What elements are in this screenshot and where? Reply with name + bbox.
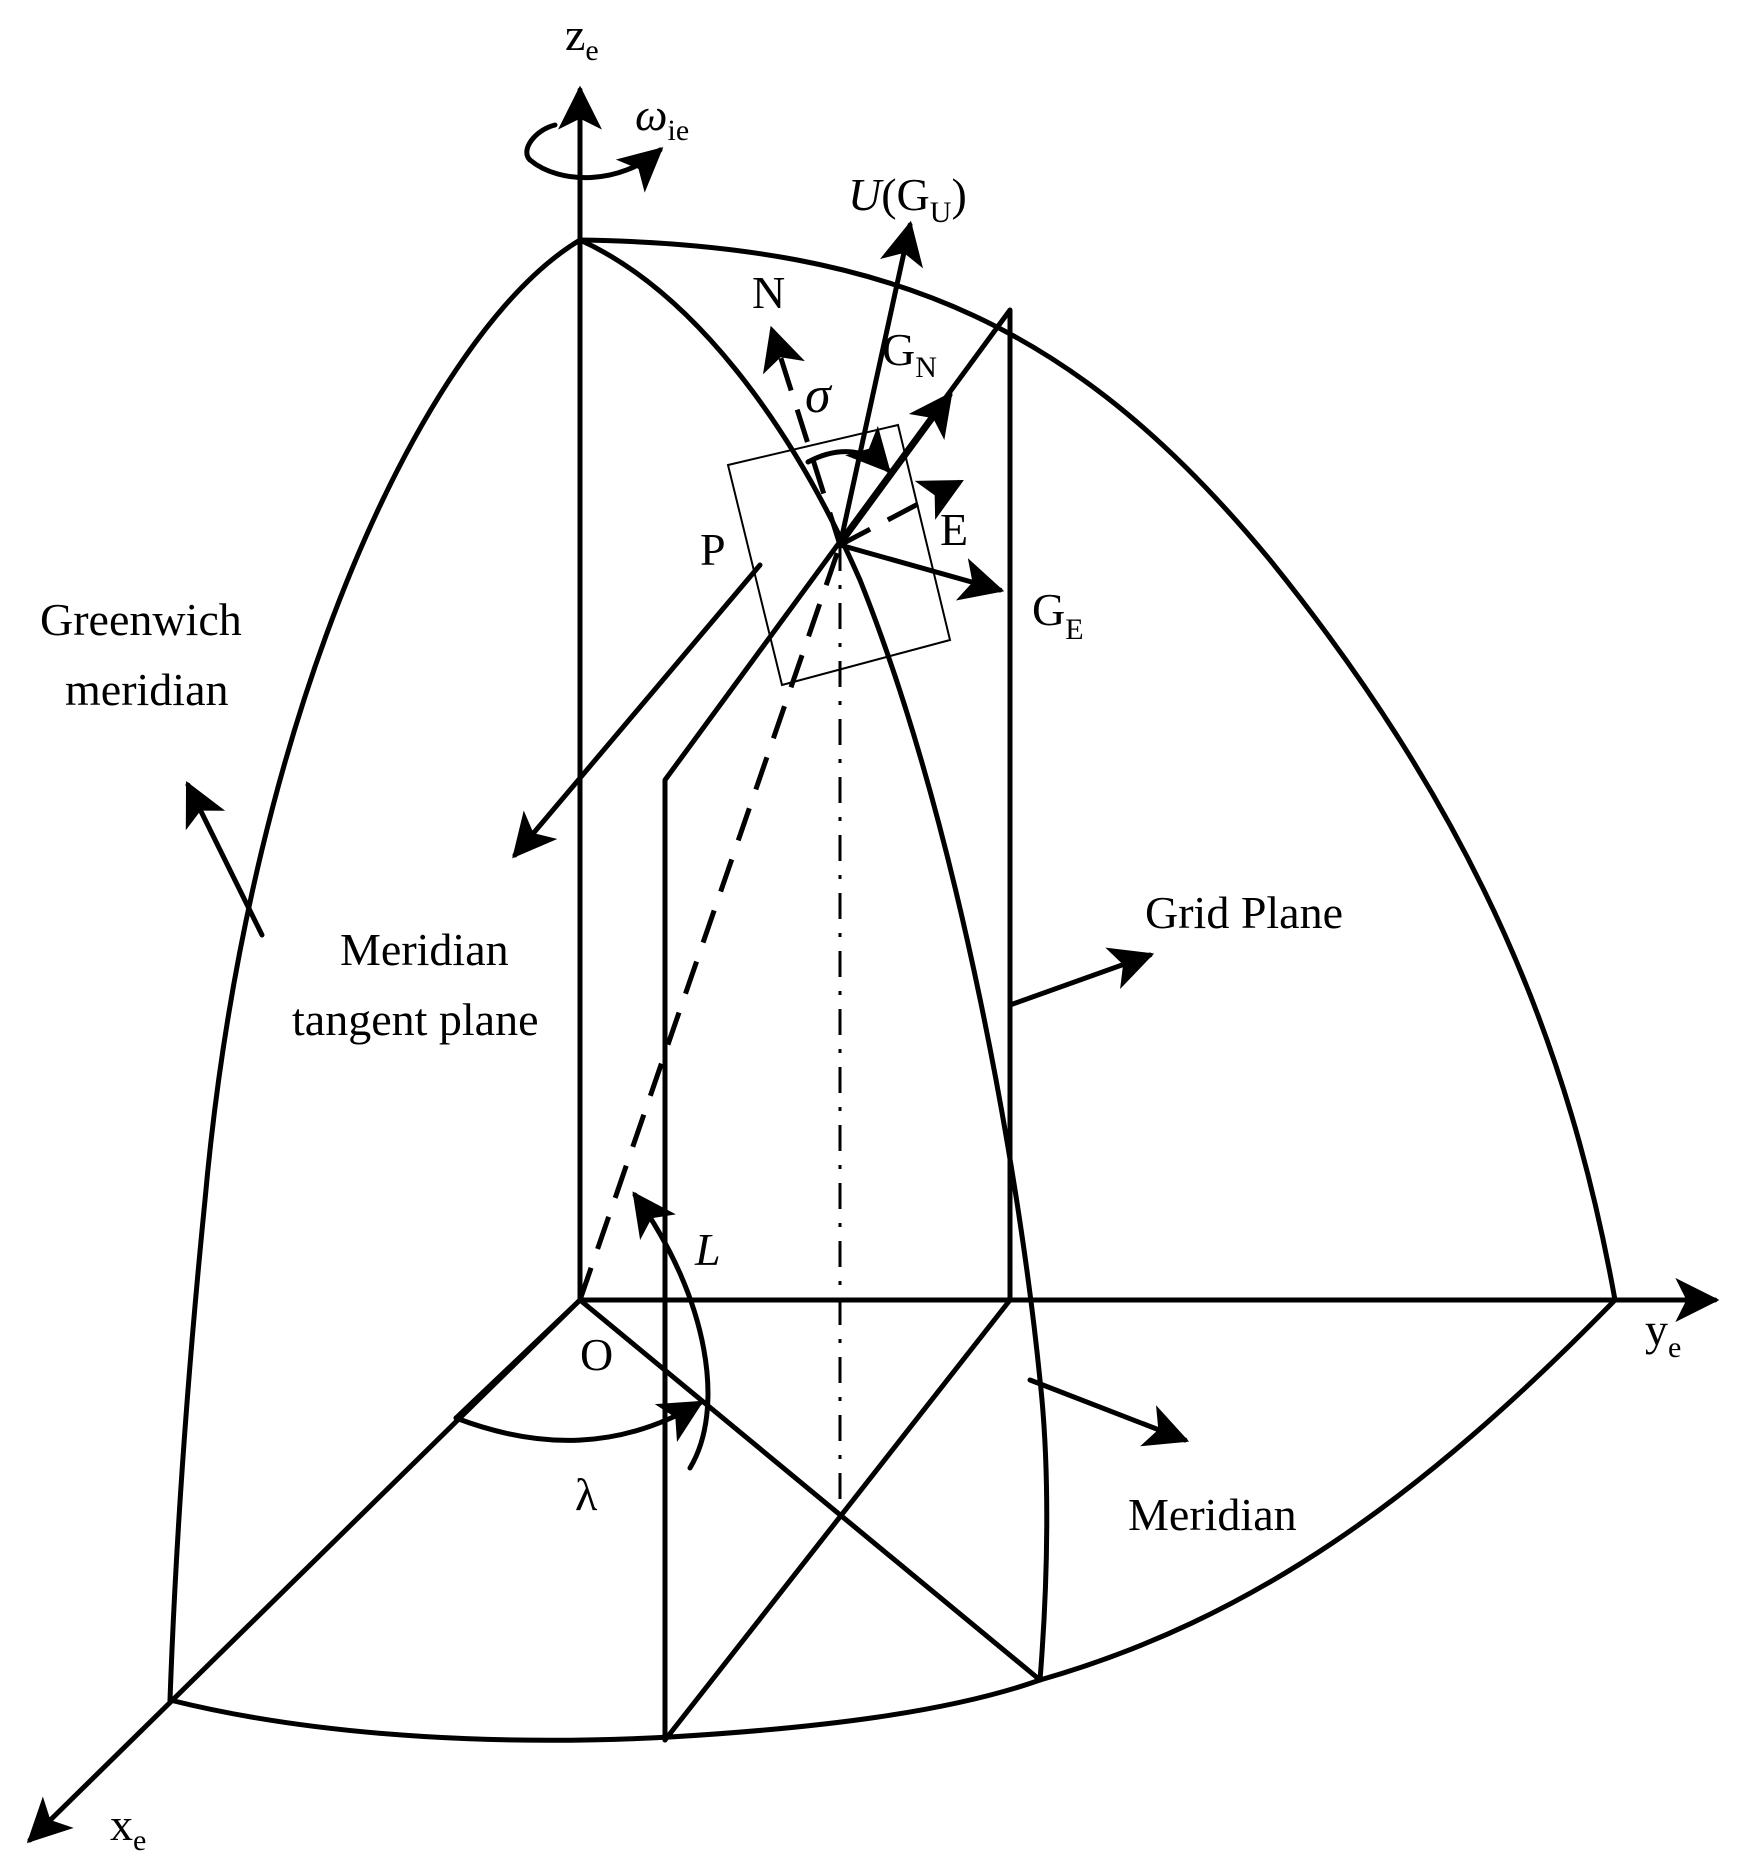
- n-vector-dashed: [762, 325, 843, 546]
- meridian-tangent-label-line2: tangent plane: [292, 994, 539, 1045]
- sigma-arc: [805, 425, 891, 474]
- ye-label: ye: [1645, 1304, 1681, 1364]
- local-tangent-square: [726, 423, 952, 687]
- omega-arc-tail: [524, 122, 558, 163]
- gn-vector: [837, 391, 953, 548]
- greenwich-label-line1: Greenwich: [40, 594, 242, 645]
- e-label: E: [940, 504, 968, 555]
- greenwich-meridian-curve: [167, 237, 583, 1703]
- radius-dashed-line: [577, 544, 843, 1301]
- gn-label: GN: [882, 324, 937, 384]
- lambda-label: λ: [575, 1469, 598, 1520]
- p-label: P: [700, 524, 726, 575]
- outer-meridian-curve: [577, 237, 1618, 1303]
- grid-plane-label: Grid Plane: [1145, 887, 1343, 938]
- grid-plane-pointer-arrow: [1007, 947, 1155, 1008]
- longitude-arc: [453, 1400, 704, 1443]
- xe-label: xe: [110, 1799, 146, 1855]
- greenwich-pointer-arrow: [185, 781, 265, 938]
- n-label: N: [752, 267, 785, 318]
- base-diagonal-2: [662, 1297, 1013, 1743]
- lambda-ray: [453, 1297, 583, 1421]
- base-diagonal-1: [577, 1297, 1043, 1683]
- greenwich-label-line2: meridian: [65, 664, 229, 715]
- meridian-through-p: [577, 237, 1050, 1683]
- origin-label: O: [580, 1329, 613, 1380]
- equator-curve: [167, 1297, 1618, 1743]
- meridian-tangent-arrow: [512, 562, 763, 859]
- omega-label: ωie: [635, 89, 689, 147]
- u-vector: [837, 220, 924, 548]
- meridian-pointer-arrow: [1027, 1377, 1190, 1447]
- ge-label: GE: [1032, 584, 1084, 646]
- sigma-label: σ: [805, 367, 833, 424]
- ge-vector: [837, 542, 1005, 601]
- latitude-label: L: [694, 1224, 721, 1275]
- u-gu-label: U(GU): [848, 169, 967, 229]
- meridian-label: Meridian: [1128, 1489, 1297, 1540]
- omega-rotation-arc: [527, 147, 664, 193]
- latitude-arc: [632, 1191, 711, 1471]
- e-vector-dashed: [838, 479, 964, 548]
- meridian-tangent-label-line1: Meridian: [340, 924, 509, 975]
- ze-label: ze: [565, 9, 599, 67]
